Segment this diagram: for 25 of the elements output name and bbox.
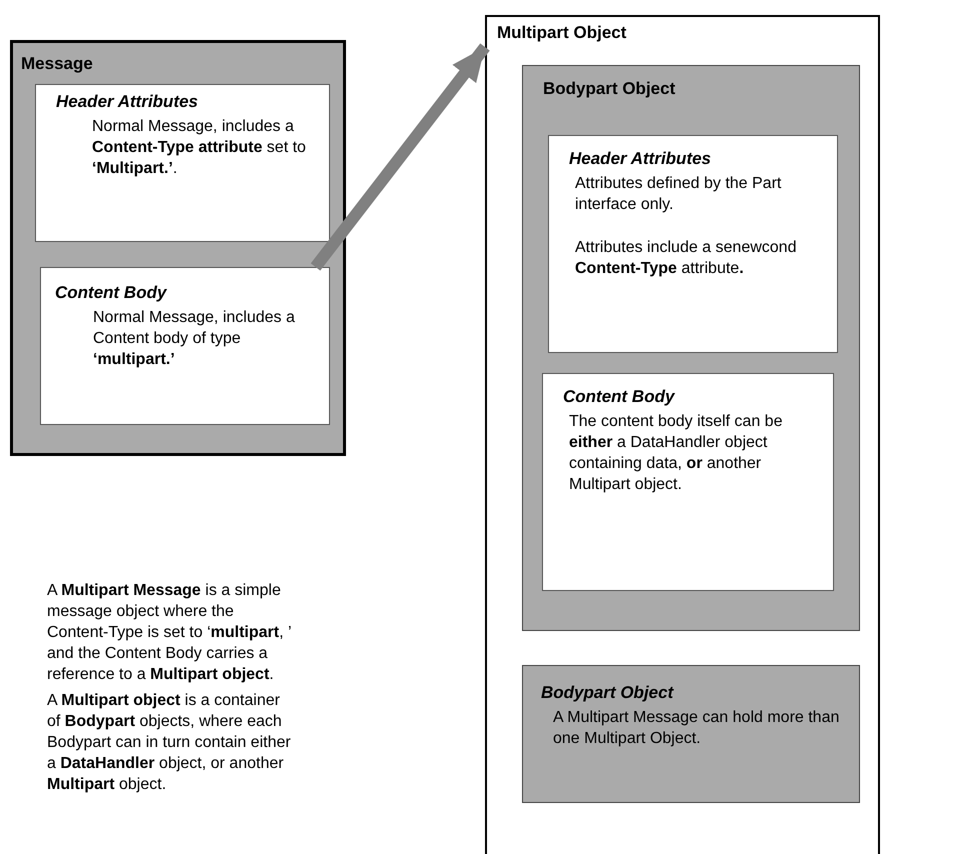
section-box xyxy=(548,135,838,353)
box-text: A Multipart Message can hold more than one Multipart Object. xyxy=(553,708,840,749)
note-text: A Multipart Message is a simple message object where the Content-Type is set to ‘multipart, ’ and the Content Body carries a reference to a Multipart object. xyxy=(47,581,292,685)
box-text: Attributes include a senewcond Content-Type attribute. xyxy=(575,238,798,279)
box-title: Bodypart Object xyxy=(543,78,676,99)
section-box xyxy=(35,84,330,242)
container-box xyxy=(485,15,880,854)
box-title: Bodypart Object xyxy=(541,682,674,703)
box-text: Attributes defined by the Part interface only. xyxy=(575,174,782,215)
box-text: Normal Message, includes a Content-Type attribute set to ‘Multipart.’. xyxy=(92,117,307,179)
box-title: Message xyxy=(21,53,93,74)
panel-box xyxy=(522,65,860,631)
panel-box xyxy=(522,665,860,803)
box-text: The content body itself can be either a DataHandler object containing data, or another Multipart object. xyxy=(569,412,784,495)
section-box xyxy=(542,373,834,591)
section-box xyxy=(40,267,330,425)
arrow xyxy=(310,43,490,271)
box-title: Content Body xyxy=(563,386,674,407)
container-box xyxy=(10,40,346,456)
box-title: Header Attributes xyxy=(569,148,712,169)
box-title: Multipart Object xyxy=(497,22,626,43)
note-text: A Multipart object is a container of Bodypart objects, where each Bodypart can in turn contain either a DataHandler object, or another Multipart object. xyxy=(47,691,292,795)
box-title: Content Body xyxy=(55,282,166,303)
box-title: Header Attributes xyxy=(56,91,198,112)
box-text: Normal Message, includes a Content body of type ‘multipart.’ xyxy=(93,308,296,370)
